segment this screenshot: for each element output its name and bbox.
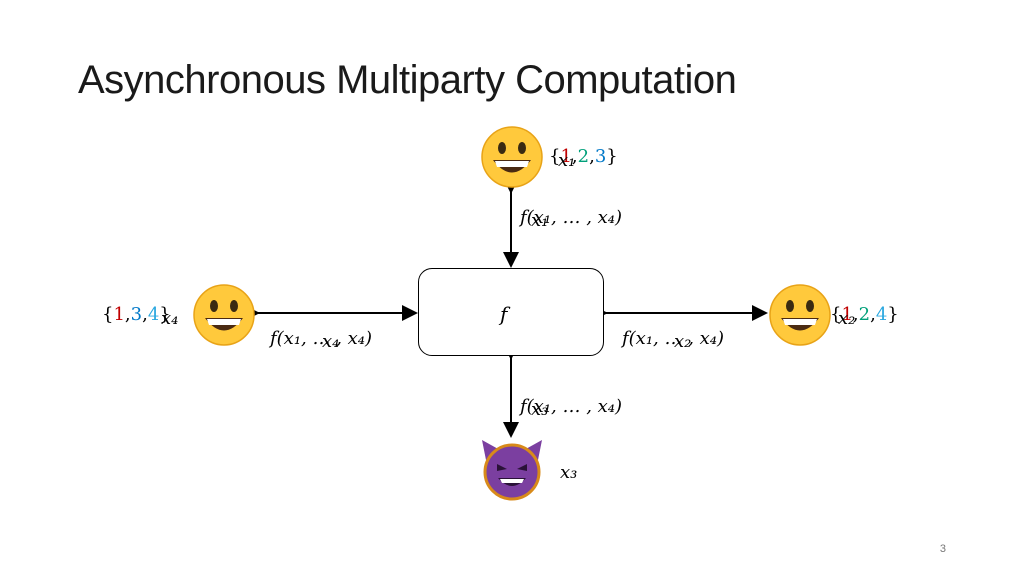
function-label: f (500, 302, 508, 326)
party-right-input: x₂ (838, 308, 856, 329)
edge-top-overlap: x₁ (531, 210, 549, 231)
party-top-set: {1,2,3} (549, 146, 618, 167)
edge-right-overlap: x₂ (674, 331, 692, 352)
function-box (418, 268, 604, 356)
smiley-face-icon-top (481, 126, 543, 188)
devil-face-icon (482, 440, 542, 501)
edge-bottom-overlap: x₃ (531, 399, 549, 420)
edge-top-label: f(x₁, … , x₄) (520, 207, 623, 228)
edge-left-label: f(x₁, … , x₄) (270, 328, 373, 349)
smiley-face-icon-right (769, 284, 831, 346)
slide-number: 3 (939, 543, 946, 555)
edge-bottom-label: f(x₁, … , x₄) (520, 396, 623, 417)
party-left-set: {1,3,4} (102, 304, 171, 325)
slide-title: Asynchronous Multiparty Computation (78, 58, 737, 102)
party-bottom-input: x₃ (560, 462, 578, 483)
smiley-face-icon-left (193, 284, 255, 346)
party-left-input: x₄ (161, 308, 179, 329)
edge-right-label: f(x₁, … , x₄) (622, 328, 725, 349)
party-top-input: x₁ (558, 150, 576, 171)
edge-left-overlap: x₄ (322, 331, 340, 352)
party-right-set: {1,2,4} (830, 304, 899, 325)
